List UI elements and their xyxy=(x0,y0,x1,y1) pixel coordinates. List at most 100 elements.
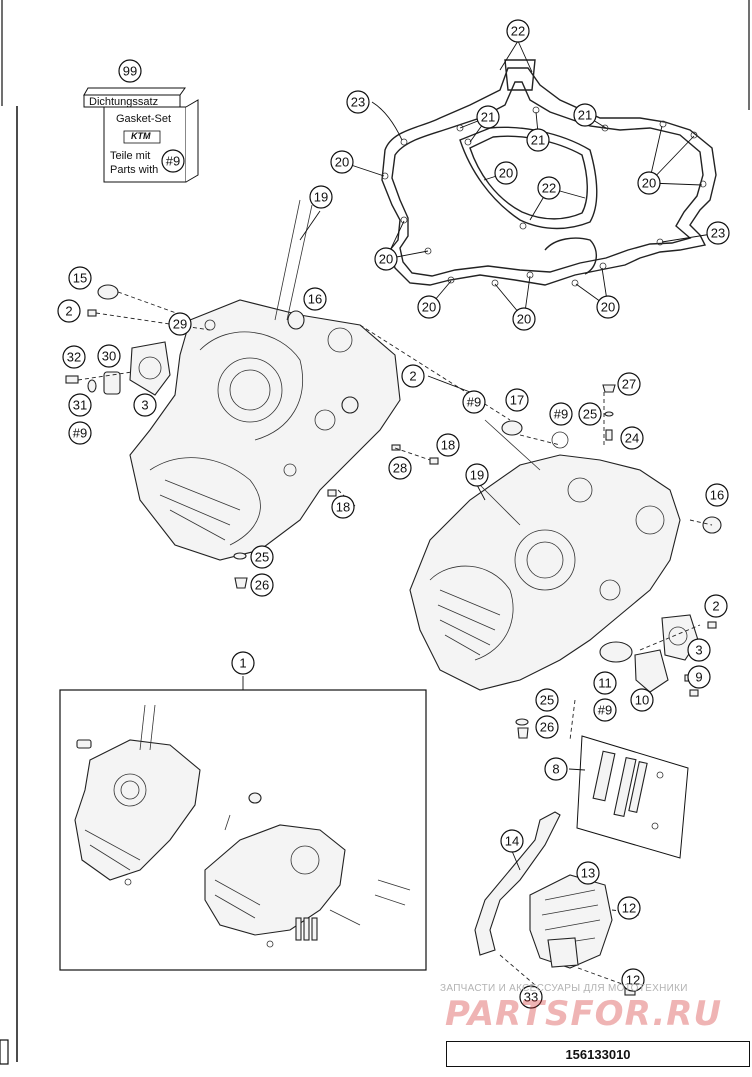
callout-2: 2 xyxy=(57,299,81,323)
gasket-set-line1: Gasket-Set xyxy=(116,113,172,125)
callout-20: 20 xyxy=(374,247,398,271)
callout-20: 20 xyxy=(494,161,518,185)
callout-28: 28 xyxy=(388,456,412,480)
left-small-parts xyxy=(65,199,511,589)
svg-text:19: 19 xyxy=(314,190,328,205)
callout-9: 9 xyxy=(687,665,711,689)
svg-text:21: 21 xyxy=(481,110,495,125)
callout-20: 20 xyxy=(637,171,661,195)
callout-12: 12 xyxy=(621,968,645,992)
svg-text:16: 16 xyxy=(308,292,322,307)
svg-text:#9: #9 xyxy=(467,395,481,410)
svg-text:13: 13 xyxy=(581,866,595,881)
svg-text:20: 20 xyxy=(517,312,531,327)
svg-text:14: 14 xyxy=(505,834,519,849)
svg-text:15: 15 xyxy=(73,271,87,286)
svg-text:3: 3 xyxy=(141,398,148,413)
callout-26: 26 xyxy=(535,715,559,739)
callout-21: 21 xyxy=(476,105,500,129)
callout-25: 25 xyxy=(250,545,274,569)
callout-30: 30 xyxy=(97,344,121,368)
callout-16: 16 xyxy=(303,287,327,311)
callout-26: 26 xyxy=(250,573,274,597)
svg-text:31: 31 xyxy=(73,398,87,413)
sprocket-cover-assembly xyxy=(474,811,639,996)
callout-8: 8 xyxy=(544,757,568,781)
callout-15: 15 xyxy=(68,266,92,290)
svg-text:25: 25 xyxy=(540,693,554,708)
svg-text:21: 21 xyxy=(531,133,545,148)
watermark-logo: PARTSFOR.RU xyxy=(445,994,723,1034)
callout-ref-9: #9 xyxy=(549,402,573,426)
svg-text:26: 26 xyxy=(255,578,269,593)
assembled-overview-box xyxy=(59,689,427,971)
callout-3: 3 xyxy=(687,638,711,662)
svg-text:22: 22 xyxy=(511,24,525,39)
callout-ref-9: #9 xyxy=(68,421,92,445)
svg-text:3: 3 xyxy=(695,643,702,658)
callouts: 99 #9 22 23 21 21 21 20 20 20 22 23 20 2… xyxy=(57,19,730,1009)
chain-guide-box xyxy=(576,735,689,859)
right-small-parts xyxy=(501,384,722,741)
svg-text:#9: #9 xyxy=(554,407,568,422)
svg-text:99: 99 xyxy=(123,64,137,79)
gasket-set-top-label: Dichtungssatz xyxy=(89,96,159,108)
svg-text:12: 12 xyxy=(622,901,636,916)
svg-text:8: 8 xyxy=(552,762,559,777)
svg-text:2: 2 xyxy=(65,304,72,319)
svg-text:2: 2 xyxy=(409,369,416,384)
svg-text:24: 24 xyxy=(625,431,639,446)
callout-31: 31 xyxy=(68,393,92,417)
callout-17: 17 xyxy=(505,388,529,412)
gasket-set-line3: Parts with xyxy=(110,164,159,176)
callout-33: 33 xyxy=(519,985,543,1009)
document-number-text: 156133010 xyxy=(565,1046,631,1062)
callout-19: 19 xyxy=(309,185,333,209)
callout-ref-9-box: #9 xyxy=(161,149,185,173)
document-number: 156133010 xyxy=(446,1041,750,1067)
callout-29: 29 xyxy=(168,312,192,336)
callout-3: 3 xyxy=(133,393,157,417)
callout-13: 13 xyxy=(576,861,600,885)
svg-text:18: 18 xyxy=(441,438,455,453)
right-crankcase-half xyxy=(409,419,681,691)
svg-text:29: 29 xyxy=(173,317,187,332)
callout-25: 25 xyxy=(578,402,602,426)
callout-23: 23 xyxy=(706,221,730,245)
svg-text:25: 25 xyxy=(583,407,597,422)
svg-text:19: 19 xyxy=(470,468,484,483)
callout-21: 21 xyxy=(526,128,550,152)
ktm-logo: KTM xyxy=(131,131,151,141)
watermark-tagline: ЗАПЧАСТИ И АКСЕССУАРЫ ДЛЯ МОТОТЕХНИКИ xyxy=(440,983,688,994)
gasket-set-line2: Teile mit xyxy=(110,150,151,162)
callout-24: 24 xyxy=(620,426,644,450)
svg-text:20: 20 xyxy=(379,252,393,267)
callout-20: 20 xyxy=(330,150,354,174)
svg-text:16: 16 xyxy=(710,488,724,503)
callout-99: 99 xyxy=(118,59,142,83)
callout-10: 10 xyxy=(630,688,654,712)
svg-text:20: 20 xyxy=(335,155,349,170)
svg-text:23: 23 xyxy=(351,95,365,110)
callout-20: 20 xyxy=(596,295,620,319)
callout-21: 21 xyxy=(573,103,597,127)
callout-23: 23 xyxy=(346,90,370,114)
callout-22: 22 xyxy=(537,176,561,200)
svg-text:#9: #9 xyxy=(73,426,87,441)
callout-19: 19 xyxy=(465,463,489,487)
callout-16: 16 xyxy=(705,483,729,507)
callout-1: 1 xyxy=(231,651,255,675)
svg-text:#9: #9 xyxy=(166,154,180,169)
svg-text:23: 23 xyxy=(711,226,725,241)
callout-12: 12 xyxy=(617,896,641,920)
callout-27: 27 xyxy=(617,372,641,396)
svg-text:18: 18 xyxy=(336,500,350,515)
svg-text:25: 25 xyxy=(255,550,269,565)
svg-text:32: 32 xyxy=(67,350,81,365)
svg-text:20: 20 xyxy=(422,300,436,315)
svg-text:2: 2 xyxy=(712,599,719,614)
callout-18: 18 xyxy=(436,433,460,457)
crankcase-gasket xyxy=(381,59,717,287)
